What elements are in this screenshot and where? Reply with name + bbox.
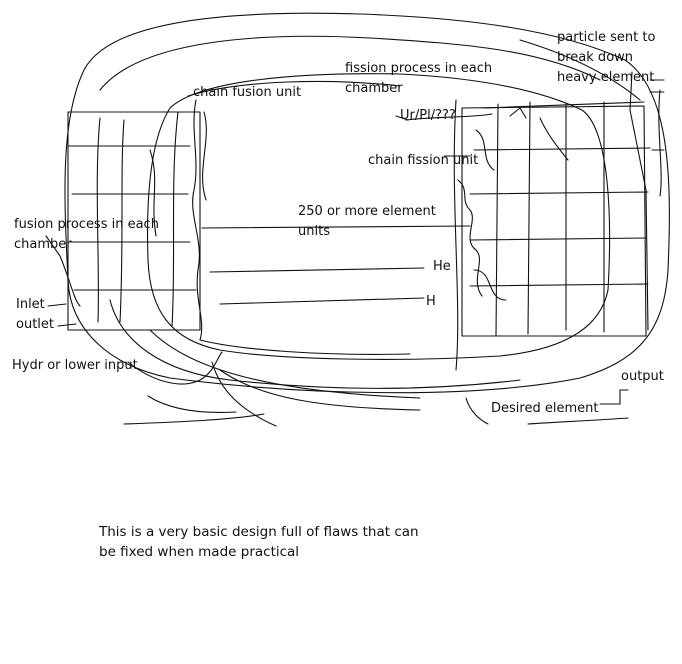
leader-desired: [599, 389, 629, 405]
leader-hydr: [127, 351, 223, 385]
label-output: output: [621, 369, 664, 384]
leader-outlet: [57, 323, 77, 327]
outer-loop: [64, 12, 670, 394]
label-inlet: Inlet: [16, 297, 45, 312]
label-particle-note: particle sent to break down heavy elemen…: [557, 30, 656, 85]
chain-fusion-wiggle: [192, 99, 203, 341]
leader-inlet: [47, 303, 67, 307]
label-outlet: outlet: [16, 317, 54, 332]
label-h: H: [426, 294, 436, 309]
label-desired-element: Desired element: [491, 401, 599, 416]
label-element-units: 250 or more element units: [298, 204, 436, 239]
label-fission-process: fission process in each chamber: [345, 61, 493, 96]
label-hydr-input: Hydr or lower input: [12, 358, 138, 373]
outer-loop-inner: [99, 35, 601, 91]
label-ur-pl: Ur/Pl/???: [400, 108, 456, 123]
label-fusion-process: fusion process in each chamber: [14, 217, 159, 252]
design-note: This is a very basic design full of flaw…: [99, 524, 419, 560]
fission-unit-outline: [461, 105, 647, 337]
label-chain-fission-unit: chain fission unit: [368, 153, 479, 168]
inner-loop: [146, 73, 611, 360]
leader-fusion-process: [45, 235, 81, 307]
fusion-unit-box: [67, 111, 201, 331]
leader-output: [527, 417, 629, 425]
label-he: He: [433, 259, 451, 274]
label-chain-fusion-unit: chain fusion unit: [193, 85, 302, 100]
